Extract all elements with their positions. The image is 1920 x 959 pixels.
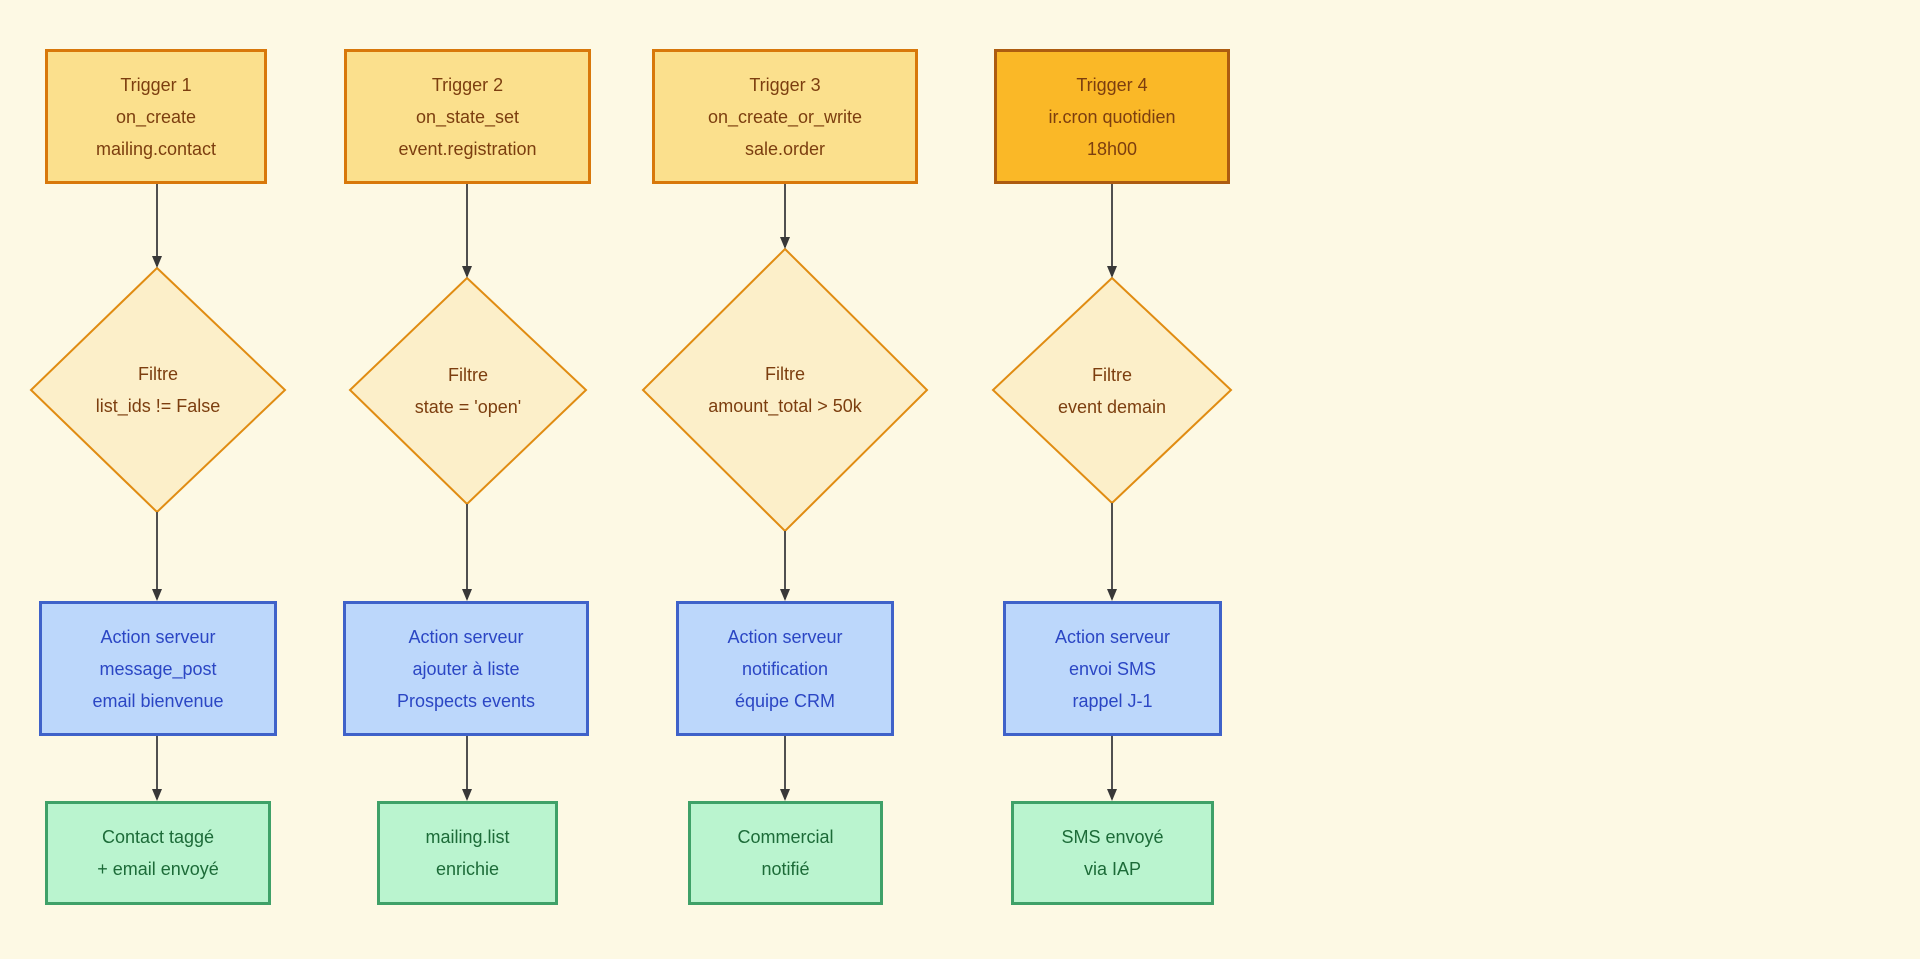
action-1-line-1: Action serveur (100, 626, 216, 647)
action-3-line-3: équipe CRM (734, 690, 836, 711)
action-node-3[interactable]: Action serveur notification équipe CRM (676, 601, 894, 736)
trigger-node-1[interactable]: Trigger 1 on_create mailing.contact (45, 49, 267, 184)
action-3-line-1: Action serveur (727, 626, 843, 647)
trigger-3-line-2: on_create_or_write (707, 106, 863, 127)
trigger-1-line-1: Trigger 1 (120, 74, 192, 95)
filter-diamond-3[interactable] (641, 247, 929, 533)
filter-diamond-2[interactable] (348, 276, 588, 506)
action-node-2[interactable]: Action serveur ajouter à liste Prospects… (343, 601, 589, 736)
trigger-3-line-3: sale.order (744, 138, 826, 159)
result-node-1[interactable]: Contact taggé + email envoyé (45, 801, 271, 905)
result-node-2[interactable]: mailing.list enrichie (377, 801, 558, 905)
trigger-3-line-1: Trigger 3 (749, 74, 821, 95)
result-node-4[interactable]: SMS envoyé via IAP (1011, 801, 1214, 905)
result-1-line-1: Contact taggé (101, 827, 215, 847)
action-node-4[interactable]: Action serveur envoi SMS rappel J-1 (1003, 601, 1222, 736)
action-4-line-3: rappel J-1 (1072, 690, 1153, 711)
result-4-line-2: via IAP (1083, 859, 1142, 879)
trigger-4-line-2: ir.cron quotidien (1048, 106, 1176, 127)
result-2-line-1: mailing.list (425, 827, 510, 847)
action-4-line-1: Action serveur (1054, 626, 1171, 647)
action-2-line-1: Action serveur (408, 626, 524, 647)
filter-diamond-1[interactable] (29, 266, 287, 514)
trigger-2-line-3: event.registration (398, 138, 537, 159)
result-1-line-2: + email envoyé (97, 859, 219, 879)
action-2-line-3: Prospects events (396, 690, 536, 711)
trigger-4-line-1: Trigger 4 (1076, 74, 1148, 95)
result-3-line-1: Commercial (737, 827, 834, 847)
action-3-line-2: notification (741, 658, 829, 679)
trigger-2-line-1: Trigger 2 (431, 74, 504, 95)
result-4-line-1: SMS envoyé (1061, 827, 1164, 847)
trigger-2-line-2: on_state_set (415, 106, 520, 127)
trigger-1-line-3: mailing.contact (95, 138, 217, 159)
trigger-node-2[interactable]: Trigger 2 on_state_set event.registratio… (344, 49, 591, 184)
result-3-line-2: notifié (761, 859, 810, 879)
trigger-4-line-3: 18h00 (1086, 138, 1138, 159)
trigger-1-line-2: on_create (115, 106, 197, 127)
trigger-node-3[interactable]: Trigger 3 on_create_or_write sale.order (652, 49, 918, 184)
trigger-node-4[interactable]: Trigger 4 ir.cron quotidien 18h00 (994, 49, 1230, 184)
filter-diamond-4[interactable] (991, 276, 1233, 505)
result-node-3[interactable]: Commercial notifié (688, 801, 883, 905)
action-node-1[interactable]: Action serveur message_post email bienve… (39, 601, 277, 736)
action-1-line-3: email bienvenue (92, 690, 224, 711)
action-2-line-2: ajouter à liste (412, 658, 520, 679)
action-4-line-2: envoi SMS (1068, 658, 1157, 679)
result-2-line-2: enrichie (435, 859, 500, 879)
action-1-line-2: message_post (99, 658, 217, 679)
